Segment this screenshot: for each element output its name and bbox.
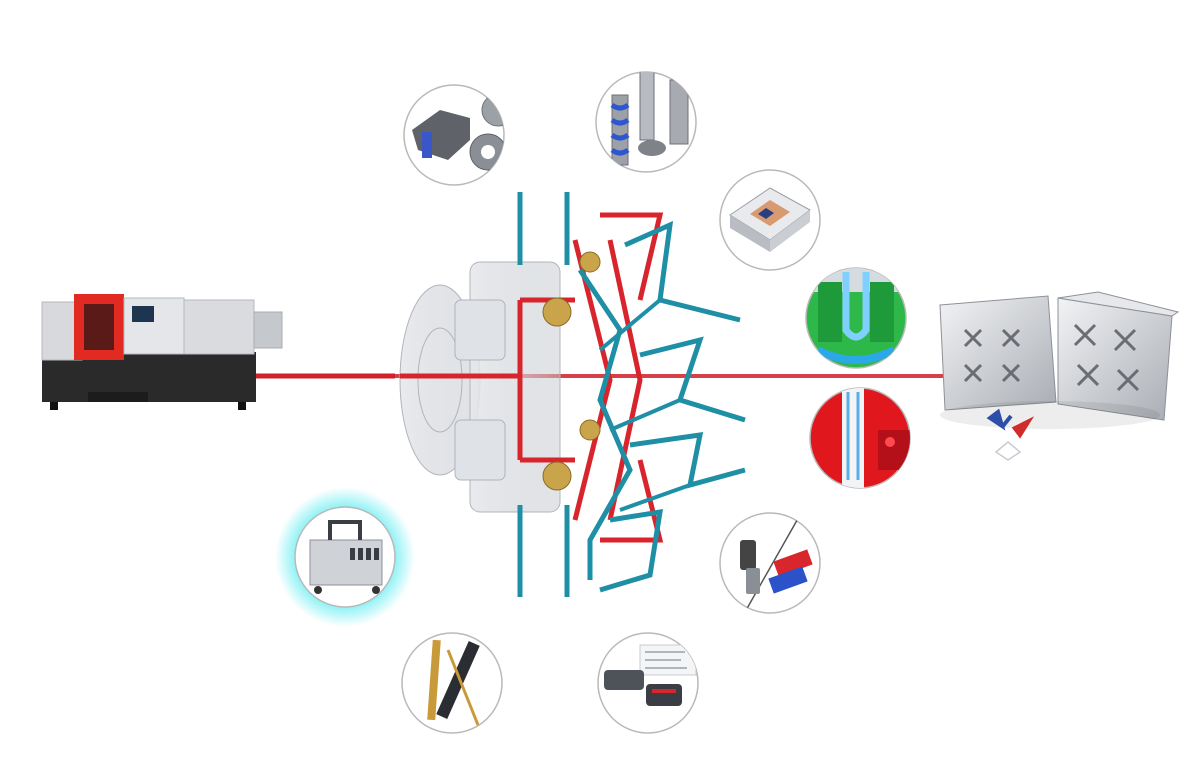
- mold-cleaning-unit-icon: [275, 487, 415, 627]
- conformal-cooling-plate-icon: [719, 169, 821, 271]
- hot-runner-mold-exploded: [399, 192, 746, 597]
- open-mold-halves-with-parts: [939, 291, 1180, 461]
- quick-couplings-manifold-icon: [719, 512, 821, 614]
- heat-pipe-pins-icon: [401, 632, 503, 734]
- baffle-cooling-cross-section-icon: [809, 387, 911, 489]
- injection-molding-machine: [41, 294, 283, 410]
- temperature-controller-unit-icon: [597, 632, 699, 734]
- nozzle-seal-components-icon: [403, 84, 505, 186]
- bubbler-cooling-cross-section-icon: [805, 267, 907, 369]
- cooling-core-insert-icon: [595, 71, 697, 173]
